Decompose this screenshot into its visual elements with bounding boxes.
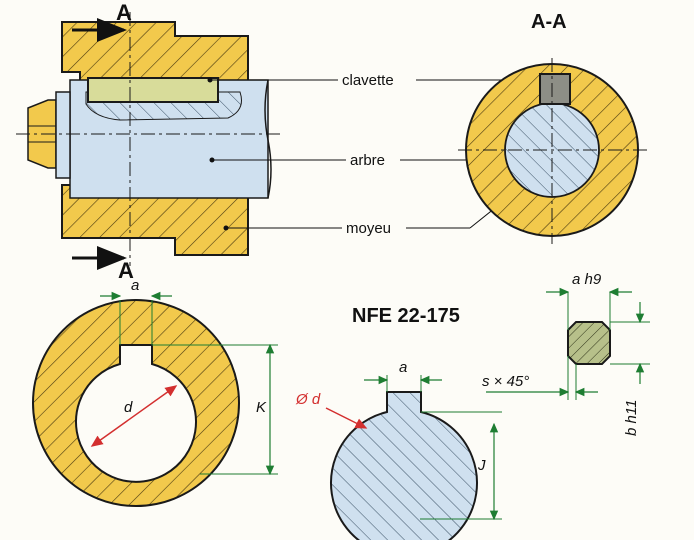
label-clavette: clavette [342, 72, 394, 89]
shaft-break-line [264, 79, 272, 199]
cut-marker-bottom: A [118, 258, 134, 283]
hub-detail: a d K [32, 277, 278, 507]
key-dim-width: a h9 [572, 271, 602, 288]
cut-marker-top: A [116, 0, 132, 25]
shaft-dim-a: a [399, 359, 407, 376]
standard-reference: NFE 22-175 [352, 305, 460, 327]
key-dim-height: b h11 [623, 400, 640, 436]
label-arbre: arbre [350, 152, 385, 169]
shaft-dim-diameter: Ø d [295, 391, 321, 408]
section-key [539, 73, 571, 105]
hub-dim-a: a [131, 277, 139, 294]
key-dim-chamfer: s × 45° [482, 373, 529, 390]
hub-dim-k: K [256, 399, 267, 416]
label-moyeu: moyeu [346, 220, 391, 237]
key-detail: a h9 b h11 s × 45° [482, 271, 650, 436]
hub-dim-d: d [124, 399, 133, 416]
key-body [87, 77, 219, 103]
section-a-a: A-A [458, 11, 648, 244]
key-section [567, 321, 611, 365]
section-title: A-A [531, 11, 567, 33]
washer [55, 91, 71, 179]
shaft-with-keyway [330, 391, 478, 540]
assembly-view: A A [16, 0, 280, 283]
shaft-dim-j: J [477, 457, 486, 474]
shaft-detail: NFE 22-175 a Ø d J [295, 305, 502, 540]
